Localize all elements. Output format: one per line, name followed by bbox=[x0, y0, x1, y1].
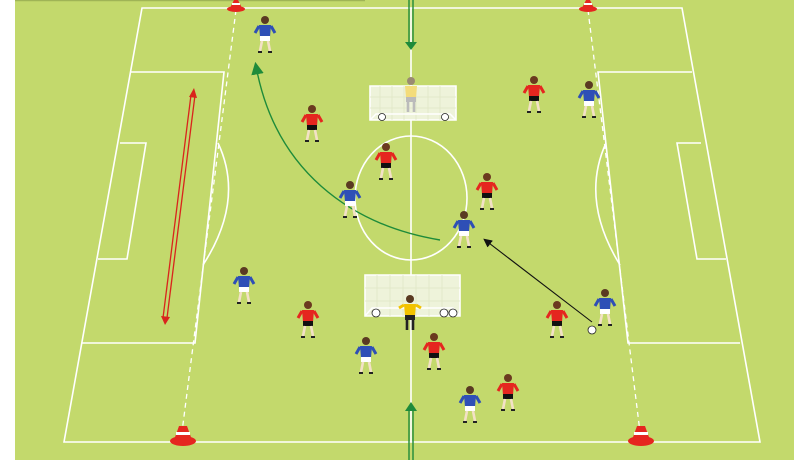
ball bbox=[588, 326, 596, 334]
ball bbox=[449, 309, 457, 317]
ball bbox=[442, 114, 449, 121]
ball bbox=[379, 114, 386, 121]
ball bbox=[372, 309, 380, 317]
ball bbox=[440, 309, 448, 317]
